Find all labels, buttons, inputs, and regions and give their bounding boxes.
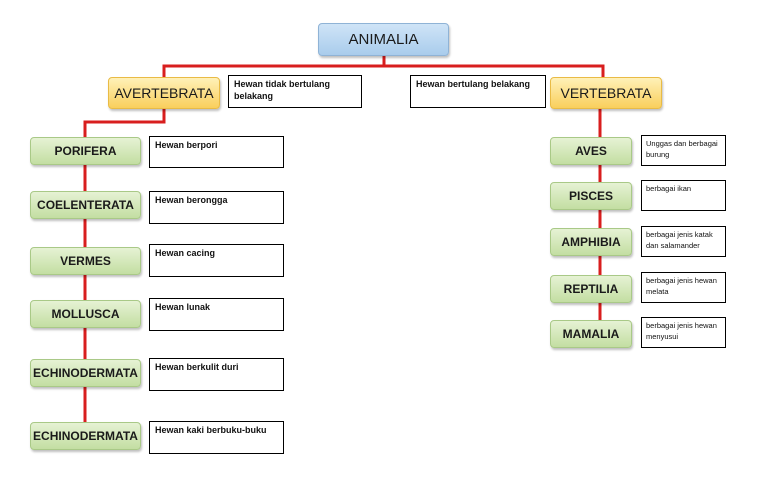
node-echinodermata-2: ECHINODERMATA: [30, 422, 141, 450]
node-reptilia: REPTILIA: [550, 275, 632, 303]
node-echinodermata: ECHINODERMATA: [30, 359, 141, 387]
desc-mollusca: Hewan lunak: [149, 298, 284, 331]
desc-amphibia: berbagai jenis katak dan salamander: [641, 226, 726, 257]
desc-reptilia: berbagai jenis hewan melata: [641, 272, 726, 303]
desc-porifera: Hewan berpori: [149, 136, 284, 168]
desc-vermes: Hewan cacing: [149, 244, 284, 277]
node-vertebrata: VERTEBRATA: [550, 77, 662, 109]
desc-echinodermata-2: Hewan kaki berbuku-buku: [149, 421, 284, 454]
desc-pisces: berbagai ikan: [641, 180, 726, 211]
node-avertebrata: AVERTEBRATA: [108, 77, 220, 109]
desc-aves: Unggas dan berbagai burung: [641, 135, 726, 166]
desc-vertebrata: Hewan bertulang belakang: [410, 75, 546, 108]
desc-mamalia: berbagai jenis hewan menyusui: [641, 317, 726, 348]
node-vermes: VERMES: [30, 247, 141, 275]
node-animalia: ANIMALIA: [318, 23, 449, 56]
desc-coelenterata: Hewan berongga: [149, 191, 284, 224]
node-pisces: PISCES: [550, 182, 632, 210]
node-amphibia: AMPHIBIA: [550, 228, 632, 256]
desc-echinodermata: Hewan berkulit duri: [149, 358, 284, 391]
node-aves: AVES: [550, 137, 632, 165]
node-porifera: PORIFERA: [30, 137, 141, 165]
desc-avertebrata: Hewan tidak bertulang belakang: [228, 75, 362, 108]
node-mollusca: MOLLUSCA: [30, 300, 141, 328]
node-mamalia: MAMALIA: [550, 320, 632, 348]
node-coelenterata: COELENTERATA: [30, 191, 141, 219]
